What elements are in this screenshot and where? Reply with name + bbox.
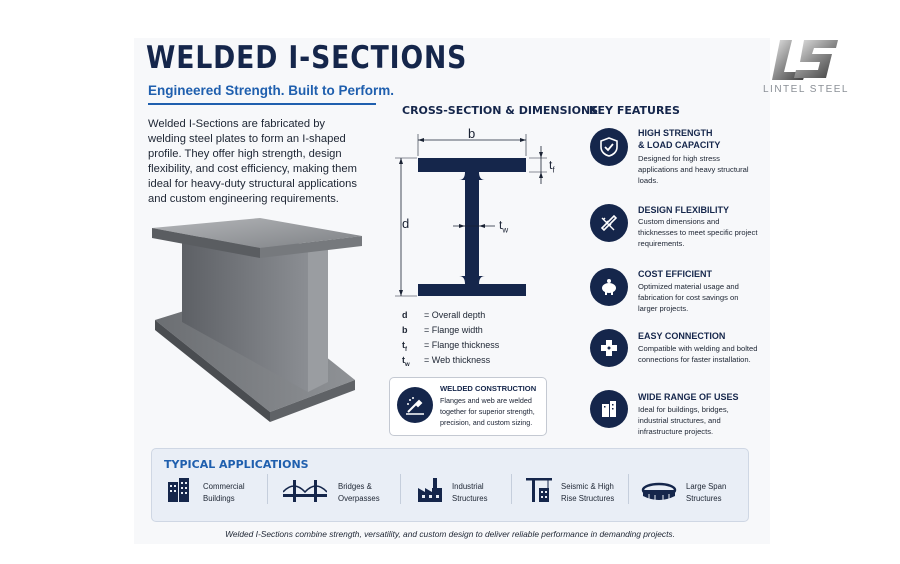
dim-label-tf: tf: [549, 158, 555, 175]
dim-label-d: d: [402, 216, 410, 231]
page-subtitle: Engineered Strength. Built to Perform.: [148, 83, 395, 98]
divider: [628, 474, 629, 504]
feature-title: EASY CONNECTION: [638, 331, 726, 341]
divider: [267, 474, 268, 504]
feature-title: HIGH STRENGTH & LOAD CAPACITY: [638, 128, 721, 150]
feature-desc: Ideal for buildings, bridges, industrial…: [638, 405, 729, 436]
intro-text: Welded I-Sections are fabricated by weld…: [148, 118, 357, 205]
legend-row: tf= Flange thickness: [402, 340, 500, 353]
application-label: Large Span Structures: [686, 482, 727, 503]
feature-desc: Custom dimensions and thicknesses to mee…: [638, 217, 758, 248]
brand-logo: LINTEL STEEL: [763, 36, 848, 98]
divider: [511, 474, 512, 504]
connection-icon: [590, 329, 628, 367]
cross-section-title: CROSS-SECTION & DIMENSIONS: [402, 104, 599, 117]
application-label: Bridges & Overpasses: [338, 482, 380, 503]
lintel-logo-icon: [772, 40, 838, 80]
buildings-icon: [590, 390, 628, 428]
subtitle-underline: [148, 103, 376, 105]
legend-row: b= Flange width: [402, 325, 483, 335]
footer-tagline: Welded I-Sections combine strength, vers…: [225, 529, 675, 539]
dim-label-tw: tw: [499, 218, 509, 235]
page-title: WELDED I-SECTIONS: [146, 40, 468, 76]
factory-icon: [418, 478, 442, 502]
feature-desc: Compatible with welding and bolted conne…: [638, 344, 758, 364]
i-section-diagram: [395, 134, 547, 297]
divider: [400, 474, 401, 504]
typical-applications-title: TYPICAL APPLICATIONS: [164, 458, 309, 471]
crane-icon: [526, 478, 552, 502]
feature-title: COST EFFICIENT: [638, 269, 712, 279]
welding-icon: [397, 387, 433, 423]
welded-construction-desc: Flanges and web are welded together for …: [440, 396, 535, 427]
welded-construction-box: WELDED CONSTRUCTION Flanges and web are …: [389, 377, 547, 436]
brand-name: LINTEL STEEL: [763, 84, 849, 95]
feature-title: DESIGN FLEXIBILITY: [638, 205, 730, 215]
stadium-icon: [641, 482, 677, 501]
pencil-ruler-icon: [590, 204, 628, 242]
office-building-icon: [168, 478, 189, 502]
feature-title: WIDE RANGE OF USES: [638, 392, 739, 402]
key-features-title: KEY FEATURES: [589, 104, 680, 117]
legend-row: d= Overall depth: [402, 310, 486, 320]
bridge-icon: [283, 480, 327, 502]
application-label: Industrial Structures: [452, 482, 488, 503]
piggy-bank-icon: [590, 268, 628, 306]
legend-row: tw= Web thickness: [402, 355, 491, 368]
feature-desc: Optimized material usage and fabrication…: [638, 282, 739, 313]
dim-label-b: b: [468, 126, 476, 141]
shield-check-icon: [590, 128, 628, 166]
i-beam-profile: [418, 158, 526, 296]
application-label: Seismic & High Rise Structures: [561, 482, 615, 503]
application-label: Commercial Buildings: [203, 482, 245, 503]
feature-desc: Designed for high stress applications an…: [638, 154, 749, 185]
steel-beam-illustration: [152, 218, 362, 422]
welded-construction-title: WELDED CONSTRUCTION: [440, 384, 537, 393]
